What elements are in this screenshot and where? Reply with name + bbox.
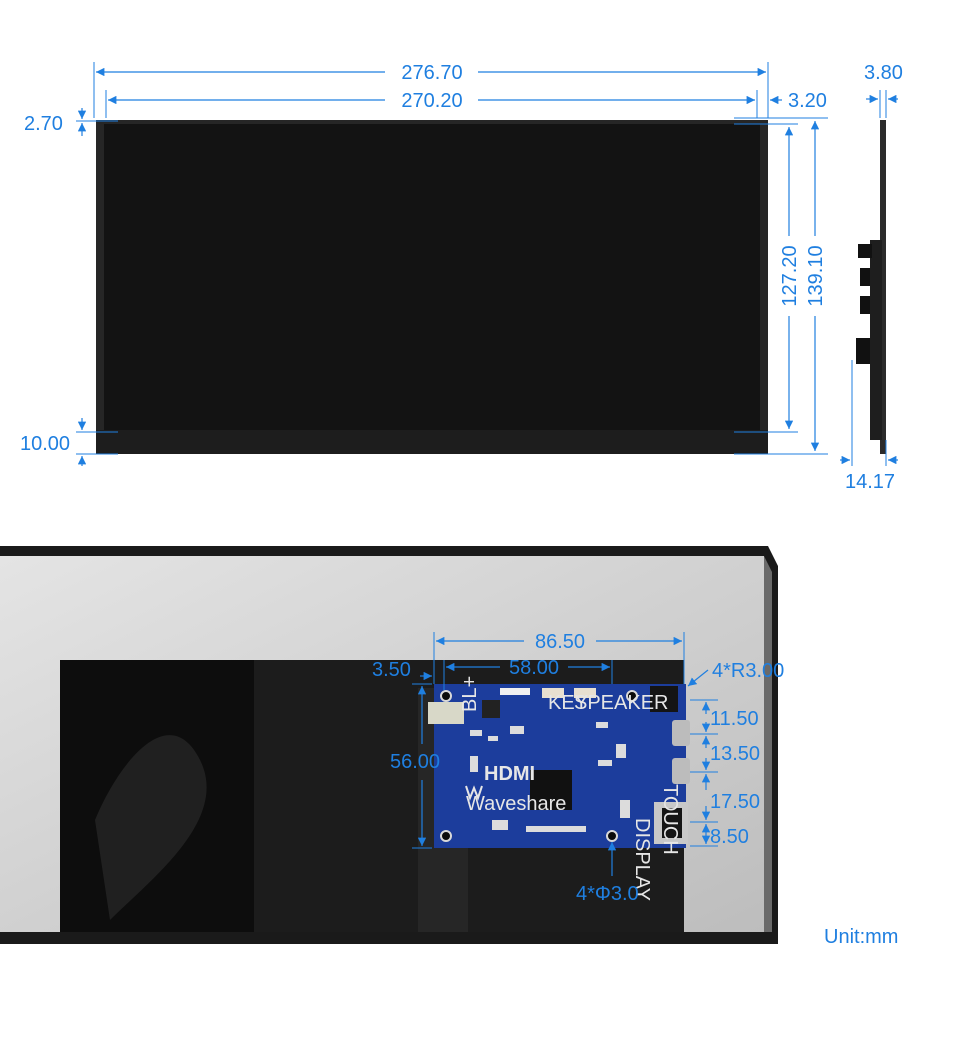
back-extension-lines xyxy=(412,632,718,849)
dim-board-height: 56.00 xyxy=(390,686,440,846)
dim-active-width-label: 270.20 xyxy=(401,90,462,112)
dim-port-gap-2: 13.50 xyxy=(701,736,760,770)
dim-bottom-border-label: 10.00 xyxy=(20,433,70,455)
dim-overall-height: 139.10 xyxy=(805,121,827,451)
driver-board: HDMI Waveshare KEY SPEAKER BL+ TOUCH DIS… xyxy=(428,676,690,901)
dim-top-offset-label: 2.70 xyxy=(24,113,63,135)
dim-port-gap-4-label: 8.50 xyxy=(710,826,749,848)
dim-mount-radius-label: 4*R3.00 xyxy=(712,660,784,682)
pcb-key-text: KEY xyxy=(548,692,588,714)
side-panel xyxy=(880,120,886,454)
dim-left-offset: 3.50 xyxy=(372,659,432,681)
pcb-hdmi-text: HDMI xyxy=(484,763,535,785)
dim-port-gap-4: 8.50 xyxy=(701,824,749,848)
dim-side-thickness-label: 3.80 xyxy=(864,62,903,84)
pcb-usb-c-2 xyxy=(672,758,690,784)
pcb-connector-speaker xyxy=(574,688,596,698)
dim-hole-diameter-label: 4*Φ3.0 xyxy=(576,883,639,905)
dim-board-inner-width: 58.00 xyxy=(446,657,610,679)
dim-mount-radius: 4*R3.00 xyxy=(687,660,784,687)
pcb-usb-c-1 xyxy=(672,720,690,746)
dim-hole-spacing-x-label: 86.50 xyxy=(535,631,585,653)
dim-overall-width: 276.70 xyxy=(96,62,766,84)
dim-port-gap-1-label: 11.50 xyxy=(710,708,759,730)
pcb-hole-bottom-left xyxy=(440,830,452,842)
pcb-logo-icon xyxy=(465,785,483,801)
dim-port-gap-3-label: 17.50 xyxy=(710,791,760,813)
dim-left-offset-label: 3.50 xyxy=(372,659,411,681)
side-view: 3.80 14.17 xyxy=(840,62,903,493)
dim-overall-width-label: 276.70 xyxy=(401,62,462,84)
pcb-display-text: DISPLAY xyxy=(631,818,653,901)
pcb-hole-bottom-right xyxy=(606,830,618,842)
front-screen xyxy=(104,124,760,430)
dim-side-depth: 14.17 xyxy=(840,455,898,493)
front-bottom-border xyxy=(96,430,768,454)
pcb-hole-top-left xyxy=(440,690,452,702)
dim-port-gap-2-label: 13.50 xyxy=(710,743,760,765)
front-view: 276.70 270.20 3.20 2.70 10.00 12 xyxy=(20,62,828,466)
dim-side-depth-label: 14.17 xyxy=(845,471,895,493)
unit-label: Unit:mm xyxy=(824,926,899,948)
side-port-3 xyxy=(860,296,870,314)
dim-port-gap-1: 11.50 xyxy=(701,702,759,732)
side-housing xyxy=(870,240,882,440)
dim-active-width: 270.20 xyxy=(108,90,755,112)
pcb-brand-text: Waveshare xyxy=(466,793,566,815)
side-port-2 xyxy=(860,268,870,286)
dim-hole-spacing-x: 86.50 xyxy=(436,631,682,653)
pcb-touch-text: TOUCH xyxy=(659,784,681,855)
side-port-4 xyxy=(856,338,870,364)
side-extension-lines xyxy=(851,90,887,466)
dim-hole-diameter: 4*Φ3.0 xyxy=(576,842,639,905)
pcb-audio-jack xyxy=(650,686,678,712)
pcb-fpc-connector xyxy=(428,702,464,724)
dim-right-offset: 3.20 xyxy=(770,90,827,112)
pcb-bl-text: BL+ xyxy=(459,676,481,712)
dim-active-height-label: 127.20 xyxy=(779,245,801,306)
dim-overall-height-label: 139.10 xyxy=(805,245,827,306)
dim-side-thickness: 3.80 xyxy=(864,62,903,104)
front-extension-lines xyxy=(76,62,828,455)
side-port-1 xyxy=(858,244,872,258)
dim-board-height-label: 56.00 xyxy=(390,751,440,773)
pcb-hdmi-port-opening xyxy=(662,808,682,838)
pcb-inductor xyxy=(482,700,500,718)
pcb-connector-key xyxy=(542,688,564,698)
dim-active-height: 127.20 xyxy=(779,127,801,429)
dim-top-offset: 2.70 xyxy=(24,108,87,136)
dim-bottom-border: 10.00 xyxy=(20,418,87,466)
pcb-components xyxy=(470,722,630,832)
back-bevel xyxy=(764,556,772,932)
dim-board-inner-width-label: 58.00 xyxy=(509,657,559,679)
pcb-speaker-text: SPEAKER xyxy=(574,692,668,714)
back-film-highlight xyxy=(95,735,207,920)
dim-right-offset-label: 3.20 xyxy=(788,90,827,112)
dim-port-gap-3: 17.50 xyxy=(701,774,760,820)
pcb-hole-top-right xyxy=(626,690,638,702)
back-view: HDMI Waveshare KEY SPEAKER BL+ TOUCH DIS… xyxy=(0,546,784,944)
pcb-connector-bl xyxy=(500,688,530,695)
pcb-main-chip xyxy=(530,770,572,810)
